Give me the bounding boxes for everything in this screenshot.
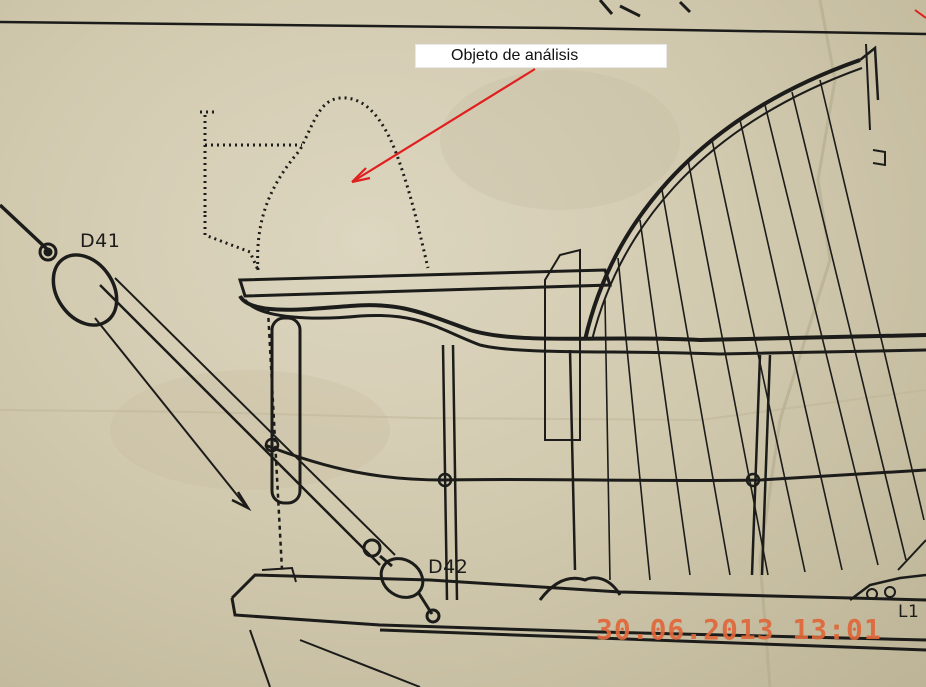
annotation-arrow <box>351 68 536 184</box>
hull <box>230 268 926 687</box>
part-label-d42: D42 <box>428 556 469 578</box>
part-label-d41: D41 <box>80 230 121 252</box>
sail <box>544 43 925 581</box>
annotation-label: Objeto de análisis <box>415 44 667 68</box>
top-border <box>0 0 926 36</box>
block-d41 <box>0 203 396 566</box>
camera-timestamp: 30.06.2013 13:01 <box>596 613 882 646</box>
part-label-l1: L1 <box>898 602 920 622</box>
dotted-object <box>200 96 430 271</box>
block-d42 <box>362 538 441 624</box>
